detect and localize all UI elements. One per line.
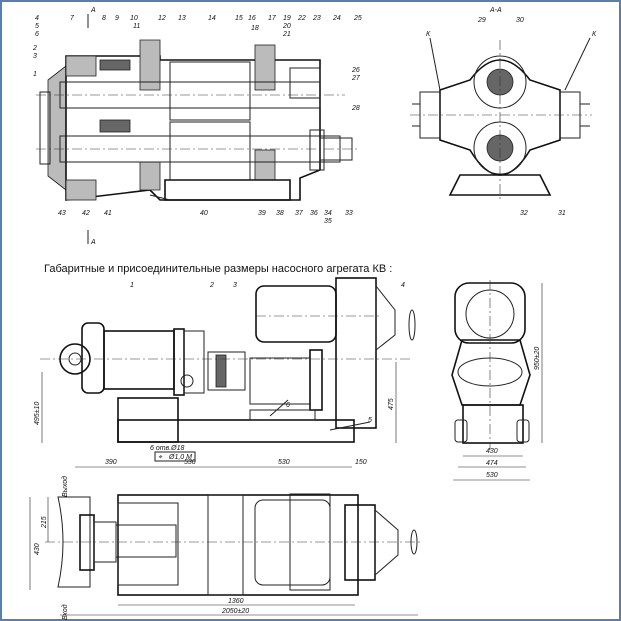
position-tolerance-symbol: ⌖ — [158, 454, 163, 461]
assembly-title: Габаритные и присоединительные размеры н… — [44, 263, 392, 275]
svg-text:29: 29 — [477, 17, 486, 24]
pump-unit-side-view: 950±20 430 474 530 — [451, 280, 543, 481]
svg-text:4: 4 — [35, 15, 39, 22]
dim-430: 430 — [34, 543, 41, 555]
holes-note: 6 отв.Ø18 — [150, 445, 184, 452]
svg-text:474: 474 — [486, 460, 498, 467]
svg-text:33: 33 — [345, 210, 353, 217]
svg-text:11: 11 — [133, 23, 140, 30]
svg-text:39: 39 — [258, 210, 266, 217]
svg-text:5: 5 — [368, 417, 372, 424]
svg-text:1: 1 — [33, 71, 37, 78]
svg-text:3: 3 — [233, 282, 237, 289]
section-mark-a-top: А — [90, 7, 96, 14]
svg-text:24: 24 — [332, 15, 341, 22]
svg-text:1: 1 — [130, 282, 134, 289]
svg-text:41: 41 — [104, 210, 112, 217]
cross-section-title: А-А — [489, 7, 502, 14]
front-part-numbers: 1 2 3 4 5 6 — [130, 282, 405, 424]
cross-section-a-a: А-А К К 29 30 32 31 — [410, 7, 597, 217]
dim-150: 150 — [355, 459, 367, 466]
svg-text:35: 35 — [324, 218, 332, 225]
svg-text:4: 4 — [401, 282, 405, 289]
pump-unit-front-view: 1 2 3 4 5 6 495±10 475 390 530 530 150 6… — [34, 277, 416, 468]
svg-text:25: 25 — [353, 15, 362, 22]
svg-text:18: 18 — [251, 25, 259, 32]
dim-530-1: 530 — [184, 459, 196, 466]
svg-text:13: 13 — [178, 15, 186, 22]
svg-text:3: 3 — [33, 53, 37, 60]
inlet-label: Вход — [61, 604, 69, 620]
svg-text:10: 10 — [130, 15, 138, 22]
svg-text:15: 15 — [235, 15, 243, 22]
svg-text:14: 14 — [208, 15, 216, 22]
svg-text:20: 20 — [282, 23, 291, 30]
svg-text:43: 43 — [58, 210, 66, 217]
svg-text:К: К — [426, 31, 431, 38]
svg-text:530: 530 — [486, 472, 498, 479]
part-number-labels-bottom: 43 42 41 40 39 38 37 36 34 35 33 — [58, 210, 353, 225]
svg-text:6: 6 — [35, 31, 39, 38]
svg-text:К: К — [592, 31, 597, 38]
svg-text:34: 34 — [324, 210, 332, 217]
pump-unit-plan-view: 430 215 1360 2050±20 Выход Вход — [29, 476, 420, 620]
svg-text:6: 6 — [286, 402, 290, 409]
svg-text:42: 42 — [82, 210, 90, 217]
svg-text:8: 8 — [102, 15, 106, 22]
position-tolerance: Ø1,0 M — [168, 454, 192, 461]
dim-1360: 1360 — [228, 598, 244, 605]
dim-215: 215 — [41, 516, 48, 529]
dim-axis-height: 495±10 — [34, 402, 41, 425]
svg-text:21: 21 — [282, 31, 291, 38]
section-mark-a-bottom: А — [90, 239, 96, 246]
svg-text:37: 37 — [295, 210, 304, 217]
svg-text:40: 40 — [200, 210, 208, 217]
svg-text:27: 27 — [351, 75, 361, 82]
svg-text:23: 23 — [312, 15, 321, 22]
svg-text:7: 7 — [70, 15, 75, 22]
svg-text:430: 430 — [486, 448, 498, 455]
svg-text:38: 38 — [276, 210, 284, 217]
svg-text:32: 32 — [520, 210, 528, 217]
dim-530-2: 530 — [278, 459, 290, 466]
svg-text:31: 31 — [558, 210, 566, 217]
svg-text:12: 12 — [158, 15, 166, 22]
svg-text:36: 36 — [310, 210, 318, 217]
svg-text:2: 2 — [32, 45, 37, 52]
svg-text:30: 30 — [516, 17, 524, 24]
svg-text:5: 5 — [35, 23, 39, 30]
dim-950: 950±20 — [534, 347, 541, 370]
part-number-labels-top: 4 5 6 2 3 1 7 8 9 10 11 12 13 14 15 16 1… — [32, 15, 362, 112]
svg-text:17: 17 — [268, 15, 277, 22]
pump-longitudinal-section: А А 4 5 6 2 3 1 — [32, 7, 362, 246]
dim-2050: 2050±20 — [221, 608, 249, 615]
outlet-label: Выход — [61, 476, 69, 497]
svg-text:19: 19 — [283, 15, 291, 22]
dim-390: 390 — [105, 459, 117, 466]
svg-text:26: 26 — [351, 67, 360, 74]
svg-text:28: 28 — [351, 105, 360, 112]
svg-text:2: 2 — [209, 282, 214, 289]
svg-text:9: 9 — [115, 15, 119, 22]
svg-text:22: 22 — [297, 15, 306, 22]
dim-shaft-height: 475 — [388, 398, 395, 410]
svg-text:16: 16 — [248, 15, 256, 22]
